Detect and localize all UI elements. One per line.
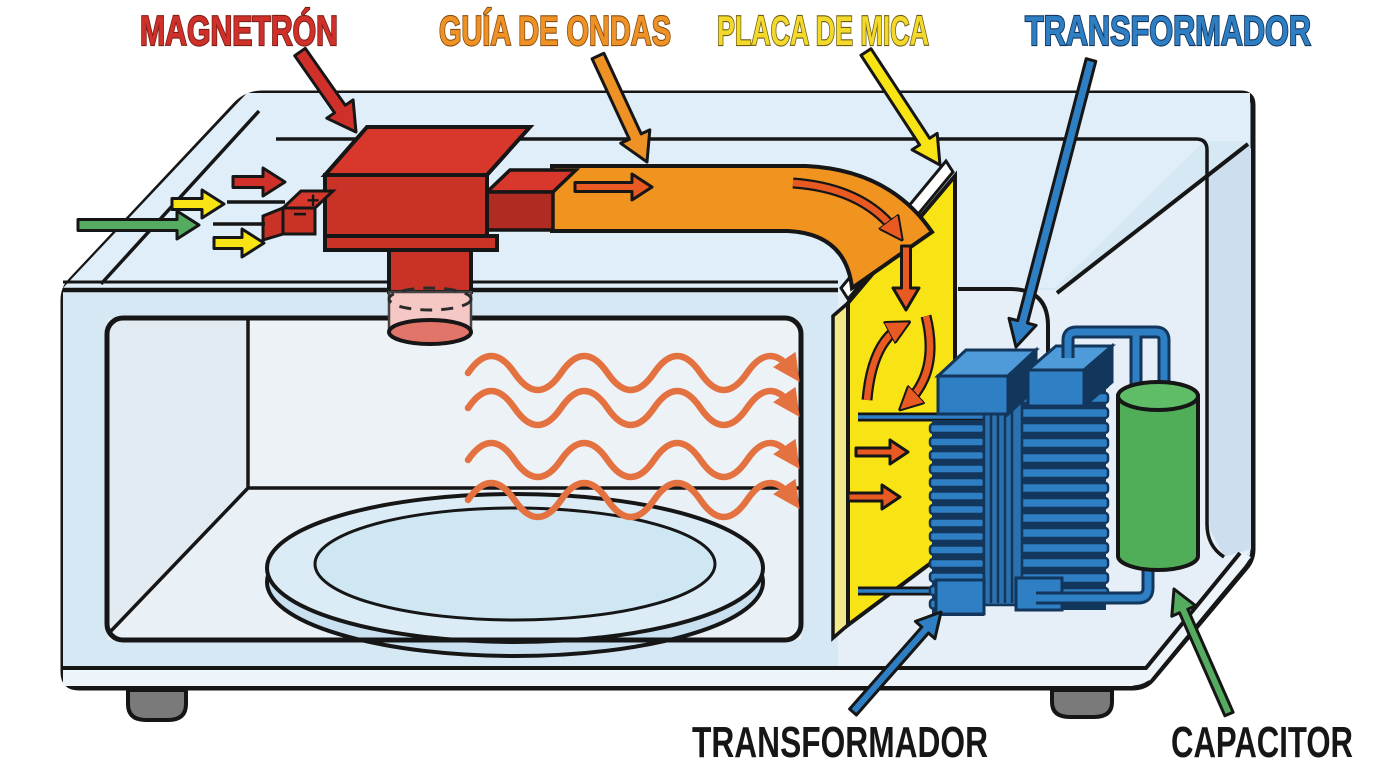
transformer-top-leader-arrow <box>1007 57 1098 349</box>
magnetron-flange <box>323 234 499 252</box>
top-rim-back-line <box>276 137 1226 559</box>
microwave-wave-2 <box>464 386 800 429</box>
microwave-wave-3 <box>464 438 800 481</box>
mica-swirl-arrow-up <box>863 326 902 401</box>
transformer-fin <box>928 557 986 570</box>
transformer-fin <box>1018 511 1110 525</box>
transformer <box>928 342 1117 616</box>
microwave-wave-4 <box>464 478 800 521</box>
interior-corner-line <box>1055 142 1250 295</box>
capacitor-leader-arrow <box>1170 587 1235 718</box>
waveguide-duct <box>550 164 935 292</box>
label-mica-plate: PLACA DE MICA <box>717 7 929 54</box>
transformer-bottom-leader-arrow <box>848 610 943 717</box>
transformer-fin <box>1018 421 1110 435</box>
label-transformer-top: TRANSFORMADOR <box>1025 7 1311 54</box>
magnetron-body-front <box>323 173 489 238</box>
power-input-arrow-red <box>231 166 287 198</box>
cabinet-base <box>63 551 1251 722</box>
high-voltage-leads <box>858 412 1004 596</box>
cavity-left-wall <box>107 318 248 630</box>
transformer-fin <box>928 449 986 462</box>
arrows-layer <box>76 46 1235 718</box>
terminal-minus-sign: − <box>293 201 307 228</box>
transformer-core-laminations <box>982 398 1024 607</box>
base-band <box>63 553 1251 686</box>
right-inner-wall <box>1207 143 1251 557</box>
microwave-wave-1 <box>464 351 800 394</box>
magnetron: + − <box>213 125 581 346</box>
transformer-fin <box>928 422 986 435</box>
waveguide-bend-arrow <box>792 179 897 233</box>
power-input-arrow-yellow-1 <box>170 188 226 220</box>
power-input-arrow-yellow-2 <box>212 227 266 259</box>
transformer-fin <box>1018 526 1110 540</box>
microwave-wave-lines <box>464 351 800 521</box>
waveguide-flow-arrow <box>573 172 654 202</box>
mica-right-arrow-2 <box>846 483 902 511</box>
transformer-fin <box>1018 451 1110 465</box>
power-input-arrow-green <box>76 209 201 241</box>
magnetron-output-front <box>485 190 555 232</box>
label-waveguide: GUÍA DE ONDAS <box>439 7 671 54</box>
mica-leader-arrow <box>859 47 942 167</box>
magnetron-terminal: + − <box>261 188 337 243</box>
cavity-corner-lines <box>108 318 801 634</box>
transformer-fin <box>1018 466 1110 480</box>
transformer-fin <box>928 436 986 448</box>
label-transformer-bottom: TRANSFORMADOR <box>692 718 988 767</box>
power-input-lines <box>213 200 285 226</box>
waveguide-leader-arrow <box>590 51 652 164</box>
right-foot <box>1050 688 1114 719</box>
mica-side-face <box>831 299 850 642</box>
transformer-fin <box>1018 481 1110 495</box>
base-band-line <box>63 551 1242 670</box>
transformer-fin <box>928 517 986 529</box>
transformer-fin <box>928 544 986 556</box>
mica-swirl-arrow-down <box>906 315 934 404</box>
label-capacitor: CAPACITOR <box>1171 718 1353 767</box>
transformer-fin <box>928 463 986 475</box>
mica-swirl-arrows <box>861 314 936 404</box>
labels: MAGNETRÓN GUÍA DE ONDAS PLACA DE MICA TR… <box>139 5 1353 767</box>
oven-cavity <box>104 315 804 658</box>
transformer-fin <box>1018 556 1110 570</box>
transformer-fin <box>1018 496 1110 510</box>
terminal-plus-sign: + <box>307 188 320 213</box>
compartment-frame-line <box>958 287 1050 358</box>
transformer-fin <box>928 530 986 543</box>
transformer-fin <box>928 476 986 489</box>
antenna-tip <box>387 318 473 346</box>
transformer-fin <box>1018 406 1110 420</box>
left-foot <box>126 688 188 722</box>
label-magnetron: MAGNETRÓN <box>140 6 338 54</box>
mica-right-arrow-1 <box>854 438 910 466</box>
magnetron-leader-arrow <box>293 46 358 134</box>
capacitor <box>1116 380 1200 572</box>
mica-down-arrow <box>891 244 921 312</box>
antenna-dashed-ring <box>387 286 473 312</box>
magnetron-neck <box>387 248 473 294</box>
turntable-plate <box>265 492 765 658</box>
transformer-fin <box>1018 541 1110 555</box>
transformer-fin <box>928 503 986 516</box>
transformer-fin <box>928 490 986 502</box>
transformer-fin <box>1018 436 1110 450</box>
